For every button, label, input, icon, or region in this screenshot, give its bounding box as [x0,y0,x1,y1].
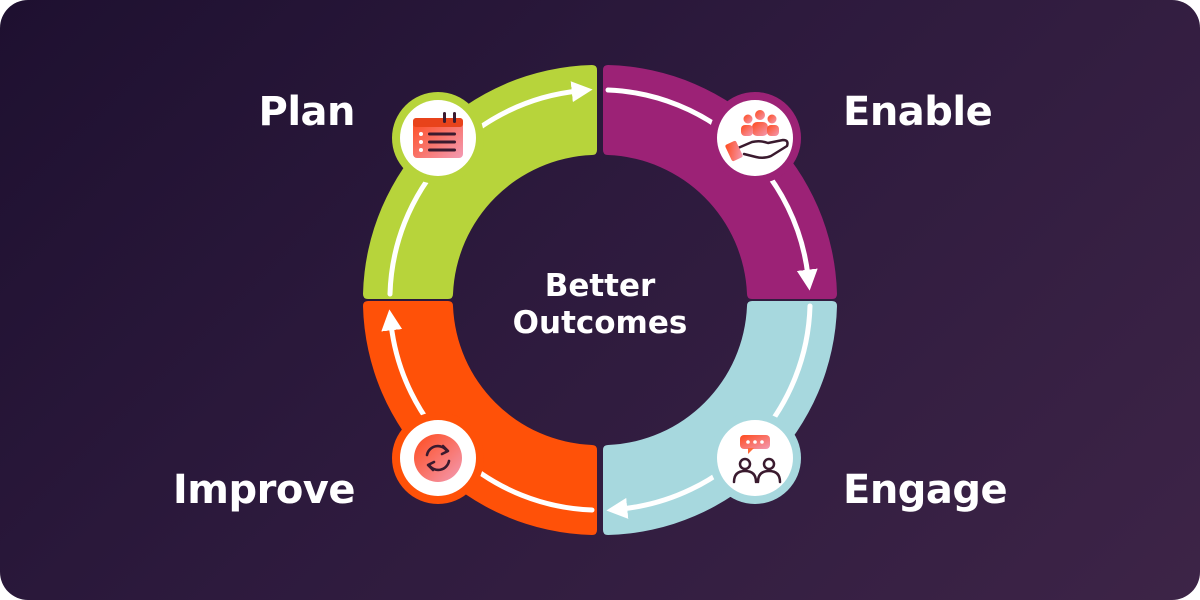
engage-segment [603,301,837,535]
engage-badge [709,412,801,504]
plan-badge [392,92,484,184]
refresh-cycle-icon [414,434,462,482]
improve-badge [392,412,484,504]
center-title-line-2: Outcomes [512,305,688,341]
hand-team-icon [725,110,789,162]
people-chat-icon [732,435,782,484]
improve-segment [363,301,597,535]
enable-segment [603,65,837,299]
calendar-list-icon [413,112,463,158]
enable-badge [709,92,801,184]
stage-label-enable: Enable [843,89,993,135]
stage-label-plan: Plan [258,89,356,135]
plan-segment [363,65,597,299]
stage-label-improve: Improve [172,467,356,513]
center-title: Better Outcomes [450,268,750,342]
stage-label-engage: Engage [843,467,1008,513]
center-title-line-1: Better [544,268,656,304]
